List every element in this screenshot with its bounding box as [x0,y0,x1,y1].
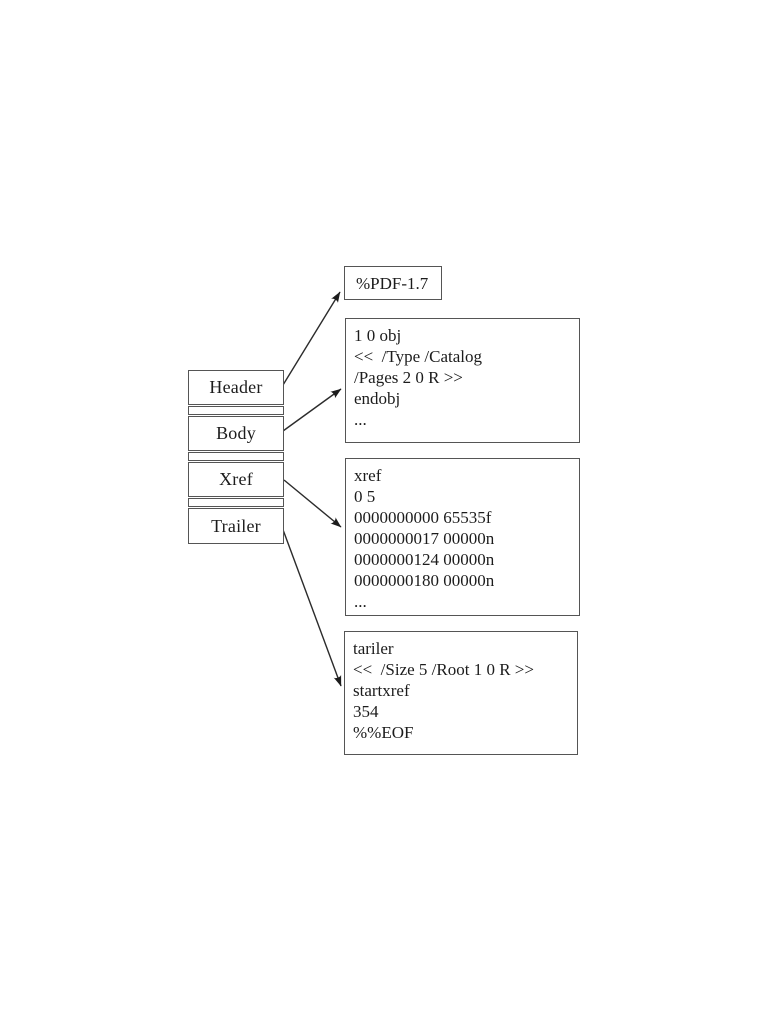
code-line: << /Type /Catalog [354,347,482,366]
code-line: 0000000000 65535f [354,508,492,527]
stack-item-trailer: Trailer [188,508,284,544]
xref-detail-box: xref 0 5 0000000000 65535f 0000000017 00… [345,458,580,616]
code-line: 0000000124 00000n [354,550,495,569]
code-line: 0000000180 00000n [354,571,495,590]
stack-item-body: Body [188,416,284,451]
arrow-body-to-object [282,388,342,432]
code-line: xref [354,466,382,485]
arrow-xref-to-table [283,479,342,528]
code-line: ... [354,410,367,429]
stack-item-label: Trailer [211,515,261,536]
body-detail-box: 1 0 obj << /Type /Catalog /Pages 2 0 R >… [345,318,580,443]
code-line: ... [354,592,367,611]
arrow-header-to-pdf [282,291,341,386]
header-detail-box: %PDF-1.7 [344,266,442,300]
stack-item-label: Xref [219,469,253,489]
code-line: 0000000017 00000n [354,529,495,548]
stack-item-header: Header [188,370,284,405]
stack-item-xref: Xref [188,462,284,497]
code-line: << /Size 5 /Root 1 0 R >> [353,660,534,679]
code-line: tariler [353,639,394,658]
code-line: 1 0 obj [354,326,402,345]
trailer-detail-box: tariler << /Size 5 /Root 1 0 R >> startx… [344,631,578,755]
pdf-structure-stack: Header Body Xref Trailer [188,370,284,544]
stack-item-label: Header [209,377,263,397]
stack-spacer [188,406,284,415]
code-line: 0 5 [354,487,376,506]
code-line: /Pages 2 0 R >> [354,368,463,387]
arrow-trailer-to-detail [281,526,342,687]
code-line: 354 [353,702,379,721]
code-line: endobj [354,389,401,408]
stack-item-label: Body [216,423,256,443]
code-line: %%EOF [353,723,414,742]
stack-spacer [188,498,284,507]
code-line: %PDF-1.7 [356,273,429,293]
code-line: startxref [353,681,410,700]
stack-spacer [188,452,284,461]
